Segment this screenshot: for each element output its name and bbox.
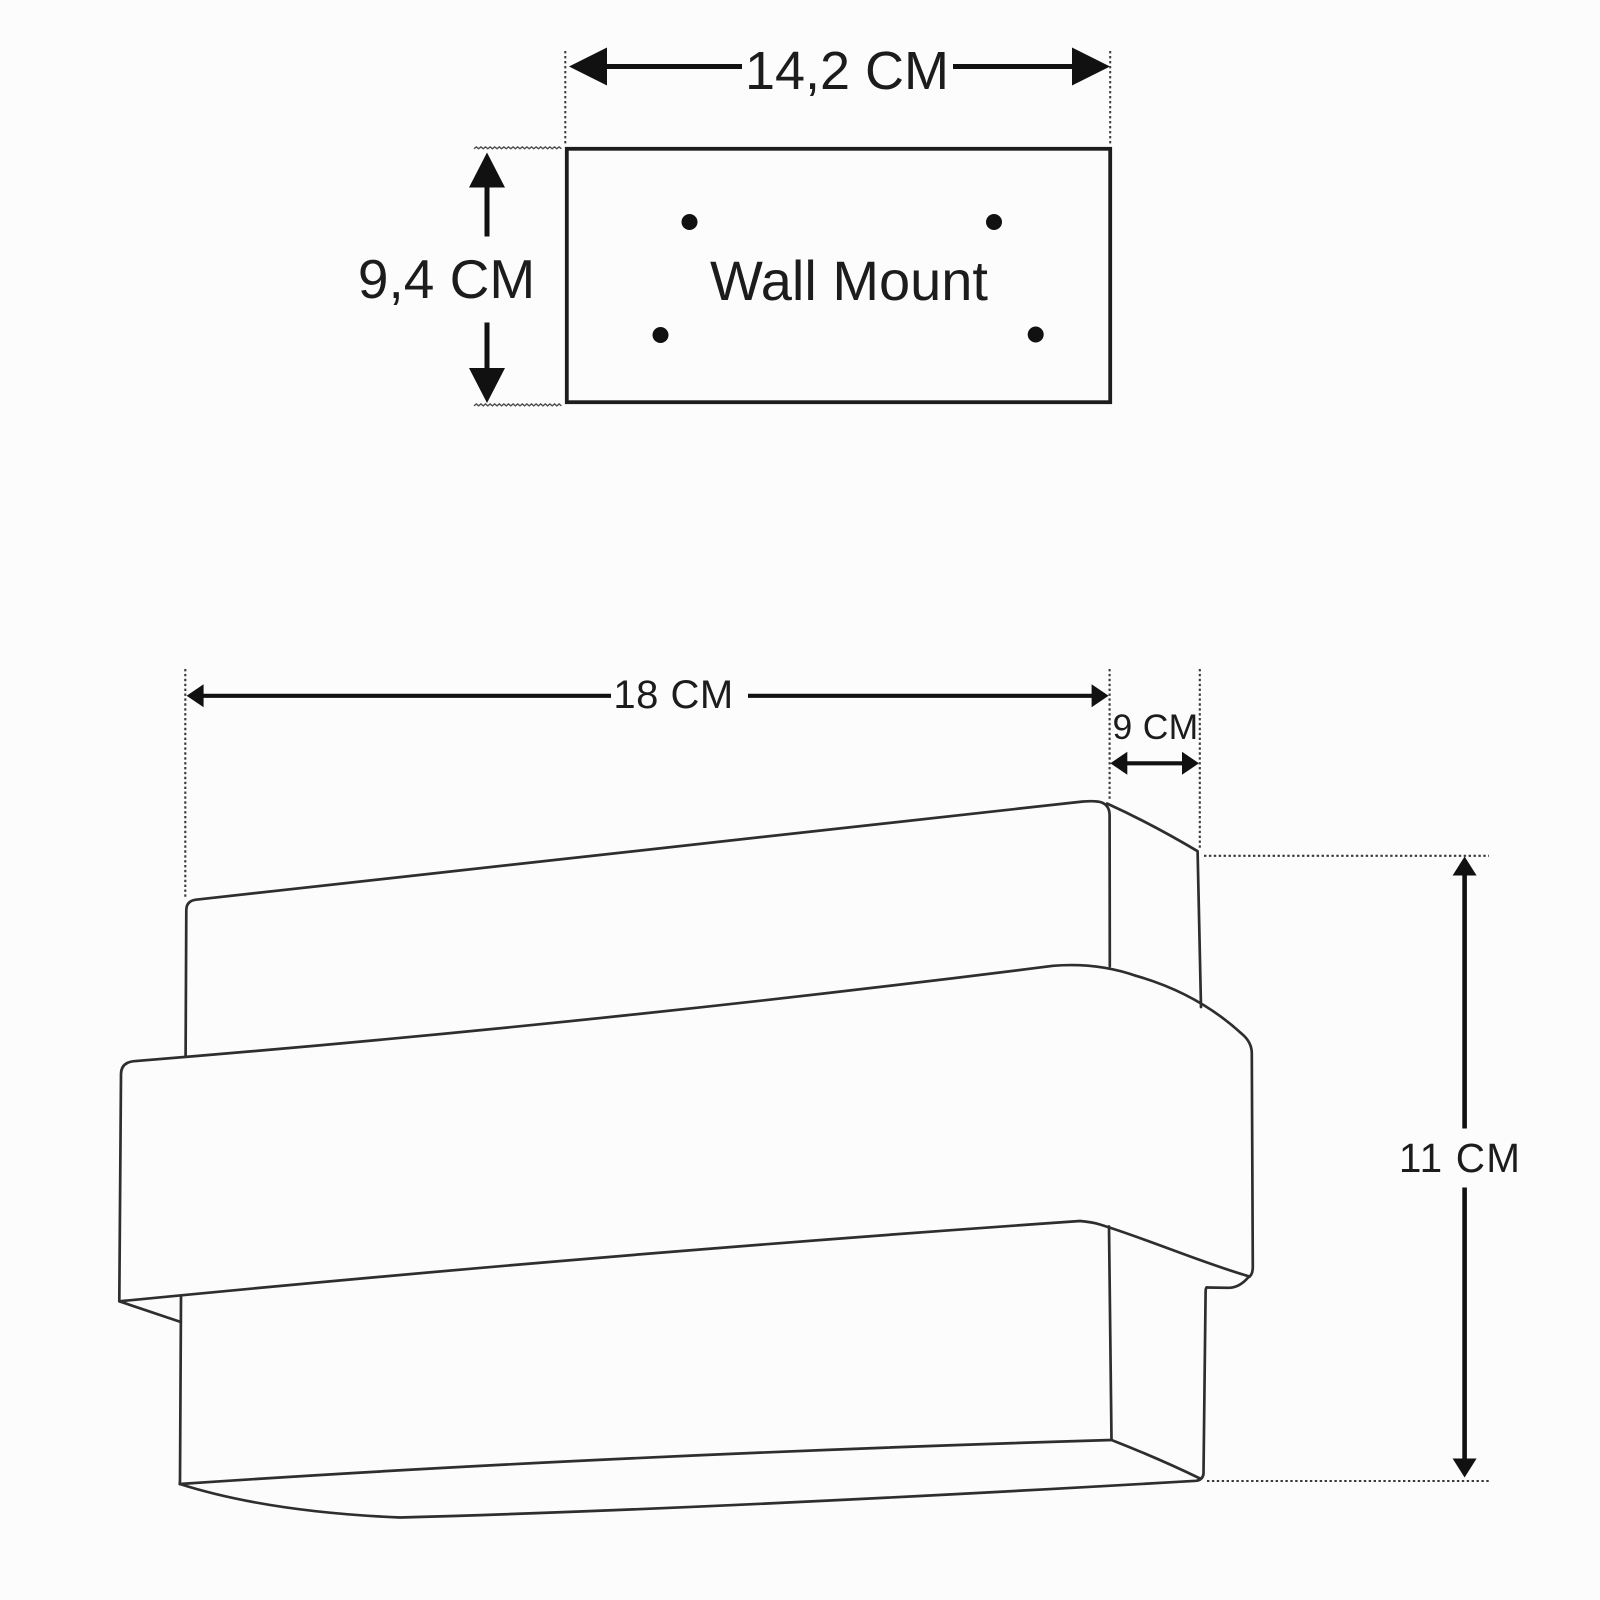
- svg-text:11 CM: 11 CM: [1399, 1135, 1521, 1181]
- svg-text:9 CM: 9 CM: [1112, 707, 1198, 747]
- svg-text:14,2 CM: 14,2 CM: [745, 41, 949, 101]
- svg-text:18 CM: 18 CM: [613, 673, 733, 717]
- svg-text:Wall Mount: Wall Mount: [710, 249, 988, 312]
- svg-text:9,4 CM: 9,4 CM: [358, 248, 535, 310]
